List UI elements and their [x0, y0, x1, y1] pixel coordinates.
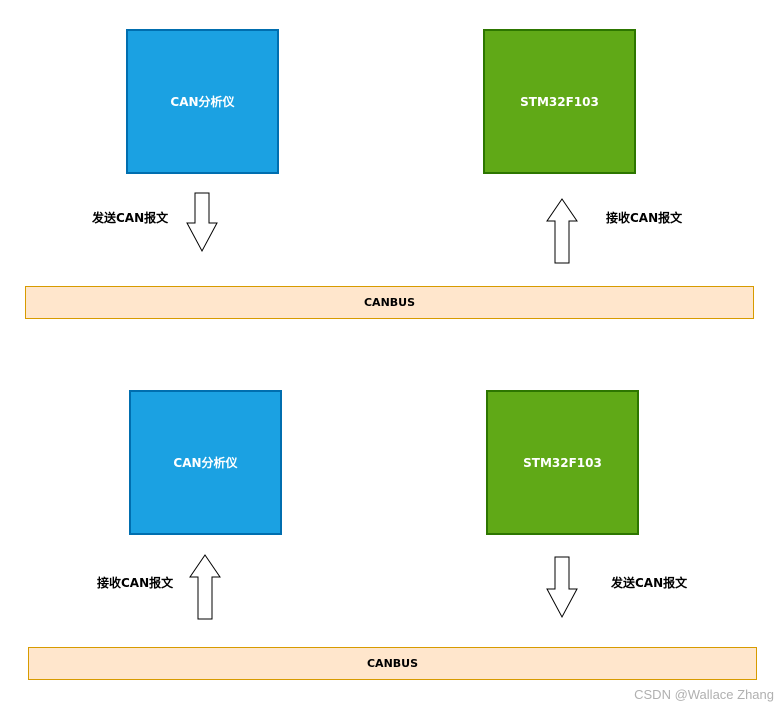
- top-receive-arrow-up-icon: [546, 198, 578, 264]
- top-canbus-bar: CANBUS: [25, 286, 754, 319]
- bottom-canbus-bar: CANBUS: [28, 647, 757, 680]
- top-can-analyzer-box: CAN分析仪: [126, 29, 279, 174]
- top-can-analyzer-label: CAN分析仪: [170, 95, 235, 109]
- bottom-send-arrow-down-icon: [546, 556, 578, 619]
- watermark-text: CSDN @Wallace Zhang: [634, 687, 774, 702]
- bottom-send-label: 发送CAN报文: [611, 576, 688, 590]
- top-stm32-label: STM32F103: [520, 94, 599, 109]
- bottom-receive-arrow-up-icon: [189, 554, 221, 620]
- bottom-canbus-label: CANBUS: [366, 657, 419, 670]
- bottom-receive-label: 接收CAN报文: [97, 576, 174, 590]
- top-send-label: 发送CAN报文: [92, 211, 169, 225]
- top-stm32-box: STM32F103: [483, 29, 636, 174]
- bottom-stm32-box: STM32F103: [486, 390, 639, 535]
- bottom-can-analyzer-label: CAN分析仪: [173, 456, 238, 470]
- bottom-can-analyzer-box: CAN分析仪: [129, 390, 282, 535]
- bottom-stm32-label: STM32F103: [523, 455, 602, 470]
- top-receive-label: 接收CAN报文: [606, 211, 683, 225]
- top-canbus-label: CANBUS: [363, 296, 416, 309]
- top-send-arrow-down-icon: [186, 192, 218, 253]
